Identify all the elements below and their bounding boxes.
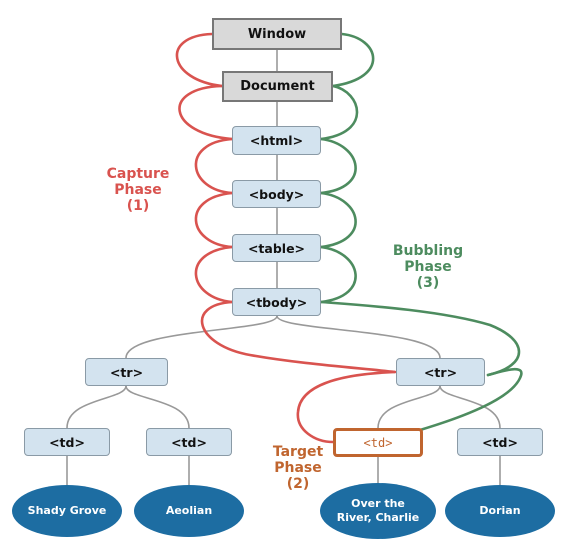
window-node: Window — [212, 18, 342, 50]
tr-left-node: <tr> — [85, 358, 168, 386]
html-node: <html> — [232, 126, 321, 155]
capture-phase-line3: (1) — [126, 198, 150, 214]
capture-path — [175, 32, 397, 444]
capture-arc-4 — [194, 191, 234, 249]
leaf-dorian: Dorian — [445, 485, 555, 537]
leaf-aeolian: Aeolian — [134, 485, 244, 537]
bubble-arc-2 — [319, 84, 359, 141]
table-node: <table> — [232, 234, 321, 262]
document-node: Document — [222, 71, 333, 102]
bubble-arc-1 — [331, 32, 375, 88]
connector-tbody-tr-left — [125, 315, 278, 359]
bubbling-phase-line3: (3) — [416, 275, 440, 291]
capture-arc-5 — [194, 245, 234, 304]
bubble-arc-4 — [319, 191, 357, 249]
bubbling-path — [319, 32, 523, 432]
connector-tr-left-td2 — [125, 385, 190, 429]
leaf-over-the-river: Over the River, Charlie — [320, 483, 436, 539]
target-phase-label: Target Phase (2) — [262, 444, 334, 492]
tr-right-node: <tr> — [396, 358, 485, 386]
connector-tr-left-td1 — [66, 385, 127, 429]
bubble-arc-5 — [319, 245, 357, 304]
td-node-2: <td> — [146, 428, 232, 456]
bubbling-phase-line1: Bubbling — [392, 243, 464, 259]
connector-tr-right-td4 — [439, 385, 501, 429]
capture-arc-2 — [178, 84, 234, 141]
td-node-1: <td> — [24, 428, 110, 456]
tree-connectors — [66, 48, 501, 485]
capture-phase-label: Capture Phase (1) — [98, 166, 178, 214]
bubbling-phase-label: Bubbling Phase (3) — [383, 243, 473, 291]
capture-to-target — [296, 370, 397, 444]
target-td-node: <td> — [333, 428, 423, 457]
target-phase-line3: (2) — [286, 476, 310, 492]
bubble-arc-3 — [319, 137, 357, 195]
tbody-node: <tbody> — [232, 288, 321, 316]
target-phase-line1: Target — [272, 444, 324, 460]
capture-arc-3 — [194, 137, 234, 195]
connector-tbody-tr-right — [276, 315, 441, 359]
connector-tr-right-td3 — [377, 385, 441, 429]
body-node: <body> — [232, 180, 321, 208]
leaf-shady-grove: Shady Grove — [12, 485, 122, 537]
capture-arc-1 — [175, 32, 224, 88]
target-phase-line2: Phase — [274, 460, 322, 476]
capture-sweep — [200, 300, 397, 374]
capture-phase-line2: Phase — [114, 182, 162, 198]
bubble-tr-to-tbody — [319, 300, 521, 377]
td-node-4: <td> — [457, 428, 543, 456]
bubbling-phase-line2: Phase — [404, 259, 452, 275]
capture-phase-line1: Capture — [106, 166, 170, 182]
